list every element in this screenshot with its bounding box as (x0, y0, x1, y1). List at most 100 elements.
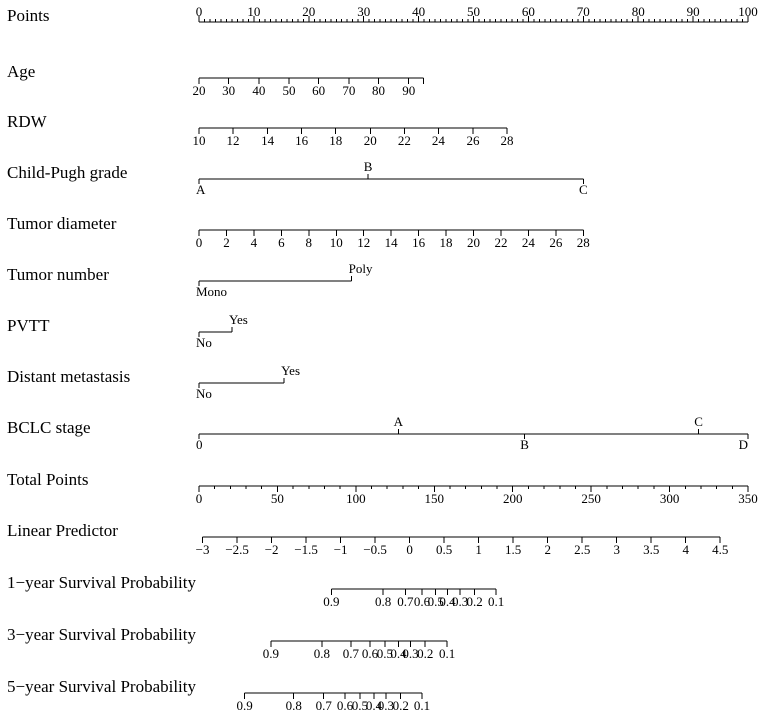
child-pugh-grade-tick-label: A (196, 182, 206, 197)
points-tick-label: 20 (302, 4, 315, 19)
total-points-tick-label: 0 (196, 491, 203, 506)
5-year-survival-probability-tick-label: 0.6 (337, 698, 354, 712)
rdw-tick-label: 14 (261, 133, 275, 148)
5-year-survival-probability-label: 5−year Survival Probability (7, 677, 197, 696)
linear-predictor-tick-label: 2.5 (574, 542, 590, 557)
tumor-diameter-tick-label: 14 (385, 235, 399, 250)
tumor-diameter-tick-label: 12 (357, 235, 370, 250)
3-year-survival-probability-tick-label: 0.4 (390, 646, 407, 661)
child-pugh-grade-tick-label: B (364, 159, 373, 174)
linear-predictor-tick-label: 1.5 (505, 542, 521, 557)
age-tick-label: 40 (252, 83, 265, 98)
rdw-tick-label: 12 (227, 133, 240, 148)
linear-predictor-tick-label: 3 (613, 542, 620, 557)
age-label: Age (7, 62, 35, 81)
rdw-tick-label: 26 (466, 133, 480, 148)
linear-predictor-tick-label: −3 (196, 542, 210, 557)
3-year-survival-probability-tick-label: 0.6 (362, 646, 379, 661)
distant-metastasis-tick-label: No (196, 386, 212, 401)
linear-predictor-tick-label: 0.5 (436, 542, 452, 557)
rdw-tick-label: 20 (364, 133, 377, 148)
linear-predictor-tick-label: 4 (682, 542, 689, 557)
5-year-survival-probability-tick-label: 0.9 (237, 698, 253, 712)
total-points-label: Total Points (7, 470, 88, 489)
3-year-survival-probability-tick-label: 0.9 (263, 646, 279, 661)
points-tick-label: 30 (357, 4, 370, 19)
rdw-label: RDW (7, 112, 48, 131)
1-year-survival-probability-tick-label: 0.6 (414, 594, 431, 609)
1-year-survival-probability-tick-label: 0.3 (452, 594, 468, 609)
bclc-stage-tick-label: C (694, 414, 703, 429)
linear-predictor-tick-label: −2.5 (225, 542, 249, 557)
5-year-survival-probability-tick-label: 0.7 (316, 698, 333, 712)
bclc-stage-tick-label: 0 (196, 437, 203, 452)
tumor-diameter-tick-label: 6 (278, 235, 285, 250)
total-points-tick-label: 100 (346, 491, 366, 506)
total-points-tick-label: 50 (271, 491, 284, 506)
age-tick-label: 50 (283, 83, 296, 98)
1-year-survival-probability-tick-label: 0.9 (323, 594, 339, 609)
pvtt-tick-label: No (196, 335, 212, 350)
tumor-diameter-tick-label: 18 (440, 235, 453, 250)
points-tick-label: 60 (522, 4, 535, 19)
distant-metastasis-label: Distant metastasis (7, 367, 130, 386)
points-tick-label: 50 (467, 4, 480, 19)
3-year-survival-probability-tick-label: 0.2 (417, 646, 433, 661)
linear-predictor-tick-label: −1.5 (294, 542, 318, 557)
child-pugh-grade-label: Child-Pugh grade (7, 163, 127, 182)
rdw-tick-label: 10 (193, 133, 206, 148)
3-year-survival-probability-tick-label: 0.1 (439, 646, 455, 661)
pvtt-label: PVTT (7, 316, 50, 335)
5-year-survival-probability-tick-label: 0.4 (366, 698, 383, 712)
linear-predictor-tick-label: 3.5 (643, 542, 659, 557)
1-year-survival-probability-tick-label: 0.7 (397, 594, 414, 609)
points-tick-label: 0 (196, 4, 203, 19)
points-tick-label: 70 (577, 4, 590, 19)
tumor-number-label: Tumor number (7, 265, 109, 284)
3-year-survival-probability-tick-label: 0.7 (343, 646, 360, 661)
rdw-tick-label: 16 (295, 133, 309, 148)
linear-predictor-label: Linear Predictor (7, 521, 118, 540)
tumor-diameter-tick-label: 22 (494, 235, 507, 250)
tumor-diameter-tick-label: 20 (467, 235, 480, 250)
1-year-survival-probability-tick-label: 0.5 (428, 594, 444, 609)
3-year-survival-probability-tick-label: 0.8 (314, 646, 330, 661)
5-year-survival-probability-row: 5−year Survival Probability 0.9 0.8 0.7 0.6 0… (7, 677, 430, 712)
1-year-survival-probability-label: 1−year Survival Probability (7, 573, 197, 592)
5-year-survival-probability-tick-label: 0.2 (393, 698, 409, 712)
child-pugh-grade-tick-label: C (579, 182, 588, 197)
5-year-survival-probability-tick-label: 0.8 (286, 698, 302, 712)
3-year-survival-probability-label: 3−year Survival Probability (7, 625, 197, 644)
tumor-diameter-tick-label: 0 (196, 235, 203, 250)
age-tick-label: 80 (372, 83, 385, 98)
total-points-tick-label: 300 (660, 491, 680, 506)
5-year-survival-probability-tick-label: 0.1 (414, 698, 430, 712)
total-points-tick-label: 200 (503, 491, 523, 506)
linear-predictor-tick-label: −1 (334, 542, 348, 557)
rdw-tick-label: 18 (329, 133, 342, 148)
rdw-tick-label: 24 (432, 133, 446, 148)
tumor-diameter-label: Tumor diameter (7, 214, 117, 233)
points-tick-label: 90 (687, 4, 700, 19)
rdw-tick-label: 22 (398, 133, 411, 148)
3-year-survival-probability-tick-label: 0.5 (377, 646, 393, 661)
bclc-stage-label: BCLC stage (7, 418, 91, 437)
linear-predictor-tick-label: −2 (265, 542, 279, 557)
linear-predictor-tick-label: 1 (475, 542, 482, 557)
tumor-diameter-tick-label: 16 (412, 235, 426, 250)
1-year-survival-probability-tick-label: 0.1 (488, 594, 504, 609)
1-year-survival-probability-tick-label: 0.8 (375, 594, 391, 609)
tumor-diameter-tick-label: 4 (251, 235, 258, 250)
points-tick-label: 40 (412, 4, 425, 19)
